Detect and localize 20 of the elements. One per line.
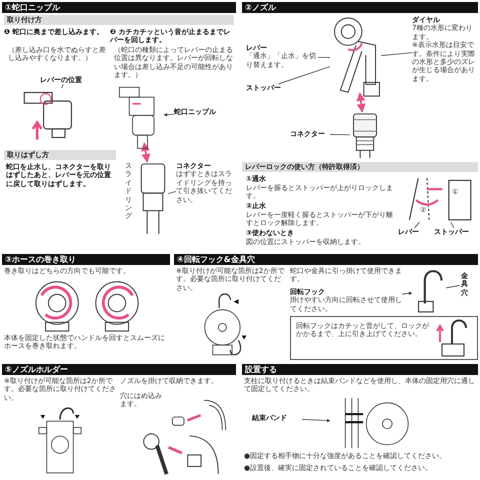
section-header: ⑤ノズルホルダー (2, 364, 236, 375)
leader-line (380, 52, 412, 56)
leader-line (450, 222, 454, 228)
double-arrow (356, 92, 366, 113)
section-header: ②ノズル (242, 2, 478, 13)
leader-arrow (164, 113, 174, 116)
leader-line (414, 222, 420, 228)
leader-arrow (402, 292, 412, 296)
section-header: 設置する (242, 364, 478, 375)
double-arrow (141, 142, 150, 163)
leader-line (61, 84, 64, 88)
leader-line (278, 66, 330, 84)
section-header: ①蛇口ニップル (2, 2, 236, 13)
leader-line (330, 134, 350, 136)
leader-line (318, 56, 330, 58)
section-header: ④回転フック&金具穴 (174, 254, 478, 265)
leader-arrow (302, 418, 330, 422)
section-header: ③ホースの巻き取り (2, 254, 170, 265)
leader-line (168, 191, 176, 194)
leader-line (446, 285, 460, 288)
